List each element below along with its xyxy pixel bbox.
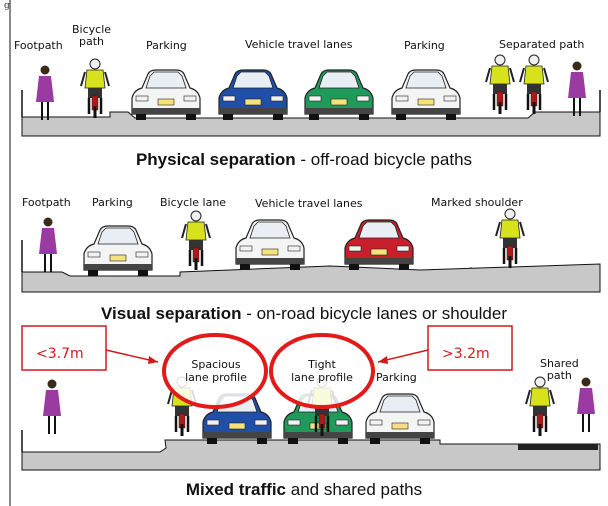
left-width-note-box bbox=[21, 325, 107, 371]
label-parking: Parking bbox=[92, 196, 133, 209]
left-width-note: <3.7m bbox=[36, 346, 84, 362]
parked-car-icon bbox=[131, 69, 201, 121]
blue-car-icon bbox=[218, 69, 288, 121]
pedestrian-icon bbox=[35, 64, 55, 121]
label-bicycle-lane: Bicycle lane bbox=[160, 196, 227, 209]
cyclist-icon bbox=[524, 375, 556, 438]
caption-rest: and shared paths bbox=[286, 480, 423, 499]
parked-car-icon bbox=[365, 393, 435, 445]
parked-car-icon bbox=[391, 69, 461, 121]
right-width-note: >3.2m bbox=[442, 346, 490, 362]
pedestrian-icon bbox=[576, 376, 596, 433]
cyclist-icon bbox=[79, 57, 111, 120]
pedestrian-icon bbox=[38, 216, 58, 273]
white-car-icon bbox=[235, 219, 305, 271]
pedestrian-icon bbox=[42, 378, 62, 435]
red-car-icon bbox=[344, 219, 414, 271]
tight-lane-ellipse bbox=[269, 333, 375, 409]
label-shared-path: Shared path bbox=[540, 357, 579, 382]
label-marked-shoulder: Marked shoulder bbox=[431, 196, 523, 209]
section-mixed-traffic bbox=[21, 325, 601, 471]
cyclist-icon bbox=[518, 53, 550, 116]
label-parking: Parking bbox=[376, 371, 417, 384]
road-surface-3 bbox=[21, 430, 601, 471]
caption-bold: Physical separation bbox=[135, 150, 296, 169]
caption-mixed-traffic: Mixed traffic and shared paths bbox=[0, 480, 608, 500]
shared-path-surface bbox=[518, 444, 598, 450]
label-footpath: Footpath bbox=[22, 196, 71, 209]
label-parking-right: Parking bbox=[404, 39, 445, 52]
green-car-icon bbox=[304, 69, 374, 121]
spacious-lane-label: Spacious lane profile bbox=[185, 358, 247, 384]
cyclist-icon bbox=[484, 53, 516, 116]
caption-rest: - off-road bicycle paths bbox=[295, 150, 473, 169]
label-vehicle-lanes: Vehicle travel lanes bbox=[245, 38, 353, 51]
label-parking-left: Parking bbox=[146, 39, 187, 52]
top-fragment-text: g bbox=[4, 1, 10, 11]
section-physical-separation bbox=[21, 53, 601, 137]
caption-physical-separation: Physical separation - off-road bicycle p… bbox=[0, 150, 608, 170]
caption-bold: Mixed traffic bbox=[185, 480, 287, 499]
road-surface-2 bbox=[21, 240, 601, 293]
cyclist-icon bbox=[180, 209, 212, 272]
label-footpath: Footpath bbox=[14, 39, 63, 52]
label-separated-path: Separated path bbox=[499, 38, 585, 51]
caption-visual-separation: Visual separation - on-road bicycle lane… bbox=[0, 304, 608, 324]
section-visual-separation bbox=[21, 207, 601, 293]
tight-lane-label: Tight lane profile bbox=[291, 358, 353, 384]
parked-car-icon bbox=[83, 225, 153, 277]
pedestrian-icon bbox=[567, 60, 587, 117]
label-bicycle-path: Bicycle path bbox=[72, 23, 112, 48]
cyclist-icon bbox=[494, 207, 526, 270]
right-width-note-box bbox=[427, 325, 513, 371]
label-vehicle-lanes: Vehicle travel lanes bbox=[255, 197, 363, 210]
caption-bold: Visual separation bbox=[101, 304, 242, 323]
caption-rest: - on-road bicycle lanes or shoulder bbox=[241, 304, 507, 323]
spacious-lane-ellipse bbox=[162, 333, 268, 409]
